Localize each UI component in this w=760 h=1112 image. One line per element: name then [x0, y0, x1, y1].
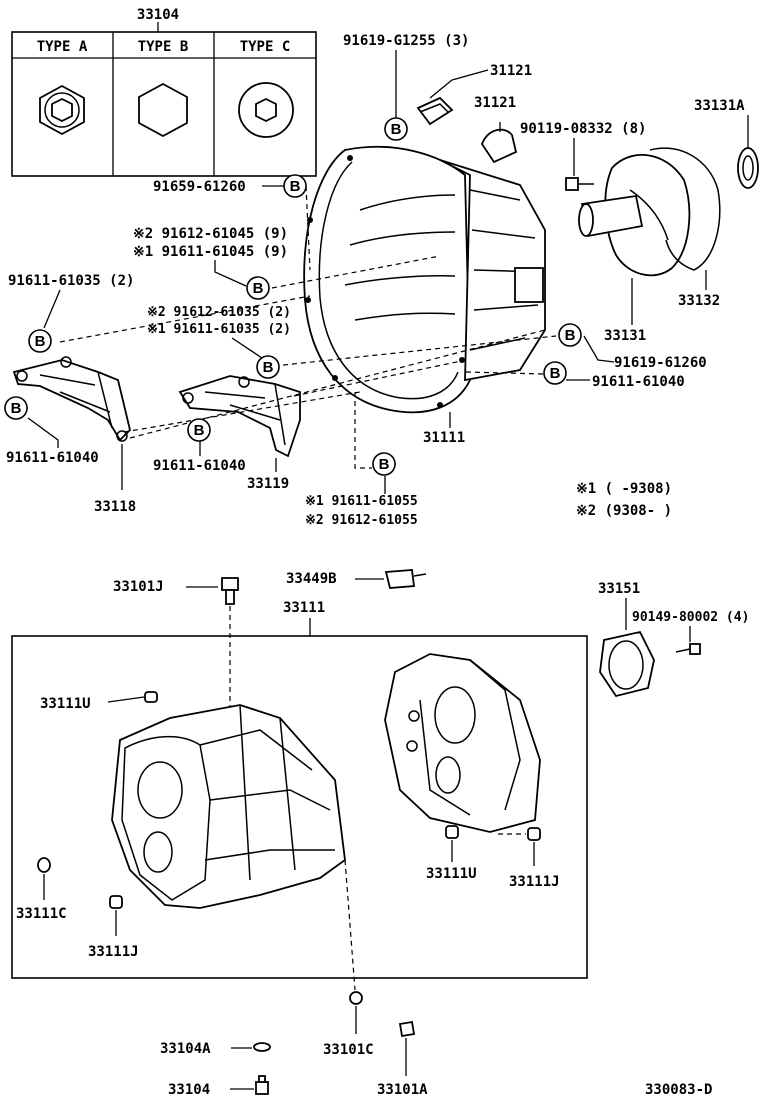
- label-91611-61040-left: 91611-61040: [6, 450, 99, 466]
- svg-text:B: B: [11, 400, 22, 417]
- pin-33111j-b: [527, 827, 541, 841]
- bolt-marker-b-10: B: [372, 452, 396, 476]
- label-33118: 33118: [94, 499, 136, 515]
- plug-33111c: [37, 857, 51, 873]
- note-2: ※2 (9308- ): [576, 503, 672, 519]
- type-b-label: TYPE B: [138, 39, 189, 55]
- type-a-plug-icon: [39, 84, 85, 136]
- label-90149-80002: 90149-80002 (4): [632, 610, 749, 625]
- label-33111: 33111: [283, 600, 325, 616]
- note-1: ※1 ( -9308): [576, 481, 672, 497]
- label-91611-61035: 91611-61035 (2): [8, 273, 134, 289]
- pin-33111u-a: [144, 691, 158, 703]
- label-33119: 33119: [247, 476, 289, 492]
- label-91619-61260: 91619-61260: [614, 355, 707, 371]
- cover-31121-b: [480, 128, 518, 164]
- pin-33111j-a: [109, 895, 123, 909]
- svg-text:B: B: [290, 178, 301, 195]
- bolt-marker-b-9: B: [543, 361, 567, 385]
- type-b-plug-icon: [138, 82, 188, 138]
- label-33104a: 33104A: [160, 1041, 211, 1057]
- switch-33101j: [221, 577, 239, 605]
- bolt-marker-b-1: B: [384, 117, 408, 141]
- label-r1-91611-61045: ※1 91611-61045 (9): [133, 244, 288, 260]
- bolt-marker-b-2: B: [283, 174, 307, 198]
- pin-33111u-b: [445, 825, 459, 839]
- gasket-33132: [649, 147, 721, 271]
- label-r1-91611-61055: ※1 91611-61055: [305, 494, 418, 509]
- type-a-label: TYPE A: [37, 39, 88, 55]
- extension-housing-33131: [578, 154, 691, 277]
- label-r2-91612-61045: ※2 91612-61045 (9): [133, 226, 288, 242]
- type-c-label: TYPE C: [240, 39, 291, 55]
- svg-text:B: B: [550, 365, 561, 382]
- bolt-marker-b-6: B: [4, 396, 28, 420]
- bolt-90119-08332: [565, 177, 594, 191]
- label-33131: 33131: [604, 328, 646, 344]
- diagram-code: 330083-D: [645, 1082, 712, 1098]
- rear-case-33111: [384, 653, 541, 833]
- label-31121-b: 31121: [474, 95, 516, 111]
- label-33111u-a: 33111U: [40, 696, 91, 712]
- bracket-33119: [178, 375, 301, 458]
- switch-33101a: [398, 1020, 416, 1038]
- label-33111c: 33111C: [16, 906, 67, 922]
- label-33101j: 33101J: [113, 579, 164, 595]
- bolt-90149-80002: [675, 643, 701, 655]
- label-33449b: 33449B: [286, 571, 337, 587]
- label-33131a: 33131A: [694, 98, 745, 114]
- bolt-marker-b-7: B: [187, 418, 211, 442]
- svg-text:B: B: [263, 359, 274, 376]
- label-33111j-b: 33111J: [509, 874, 560, 890]
- label-33101a: 33101A: [377, 1082, 428, 1098]
- label-33151: 33151: [598, 581, 640, 597]
- retainer-33151: [599, 630, 655, 698]
- cover-31121-a: [416, 96, 454, 126]
- bell-housing-31111: [303, 145, 546, 414]
- svg-text:B: B: [565, 327, 576, 344]
- bolt-marker-b-4: B: [28, 329, 52, 353]
- bolt-marker-b-8: B: [558, 323, 582, 347]
- plug-33101c: [349, 991, 363, 1005]
- label-31111: 31111: [423, 430, 465, 446]
- svg-text:B: B: [391, 121, 402, 138]
- label-91611-61040-right: 91611-61040: [592, 374, 685, 390]
- svg-text:B: B: [194, 422, 205, 439]
- clip-33449b: [384, 569, 427, 589]
- bolt-marker-b-5: B: [256, 355, 280, 379]
- plug-33104: [255, 1075, 269, 1095]
- label-r2-91612-61035: ※2 91612-61035 (2): [147, 305, 291, 320]
- bolt-marker-b-3: B: [246, 276, 270, 300]
- label-33104: 33104: [168, 1082, 210, 1098]
- legend-part-number: 33104: [137, 7, 179, 23]
- label-91611-61040-mid: 91611-61040: [153, 458, 246, 474]
- label-33111u-b: 33111U: [426, 866, 477, 882]
- transmission-case-group-box: [11, 635, 588, 979]
- label-33111j-a: 33111J: [88, 944, 139, 960]
- type-legend: 33104 TYPE A TYPE B TYPE C: [11, 7, 317, 177]
- transmission-case-33111: [111, 704, 346, 909]
- label-r2-91612-61055: ※2 91612-61055: [305, 513, 418, 528]
- type-c-plug-icon: [238, 82, 294, 138]
- label-91619-g1255: 91619-G1255 (3): [343, 33, 469, 49]
- svg-text:B: B: [35, 333, 46, 350]
- oil-seal-33131a: [737, 147, 759, 189]
- bracket-33118: [12, 356, 131, 442]
- svg-text:B: B: [379, 456, 390, 473]
- label-31121-a: 31121: [490, 63, 532, 79]
- label-91659-61260: 91659-61260: [153, 179, 246, 195]
- label-33101c: 33101C: [323, 1042, 374, 1058]
- gasket-33104a: [253, 1042, 271, 1052]
- svg-text:B: B: [253, 280, 264, 297]
- label-33132: 33132: [678, 293, 720, 309]
- label-r1-91611-61035: ※1 91611-61035 (2): [147, 322, 291, 337]
- label-90119-08332: 90119-08332 (8): [520, 121, 646, 137]
